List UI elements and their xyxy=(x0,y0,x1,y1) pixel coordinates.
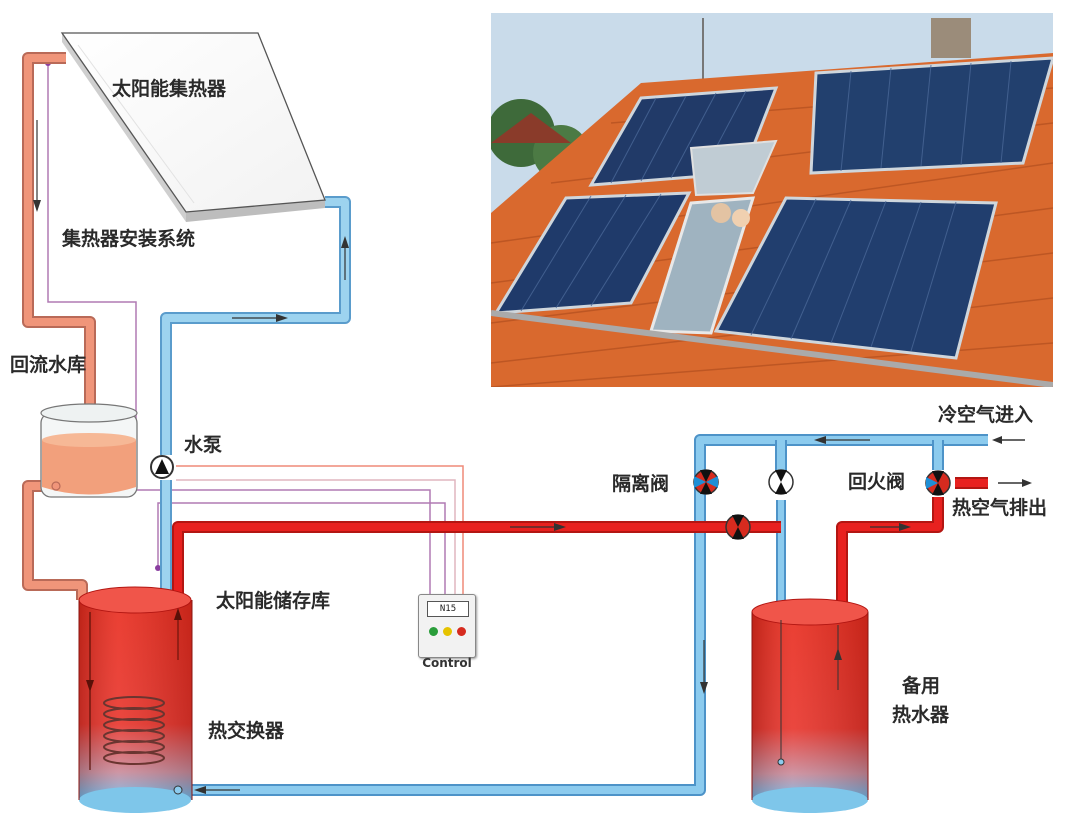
storage-label: 太阳能储存库 xyxy=(216,590,331,612)
controller-unit: N15 Control xyxy=(418,594,476,670)
pump-label: 水泵 xyxy=(184,434,223,456)
green-led-icon xyxy=(429,627,438,636)
backup-heater-tank xyxy=(751,598,869,813)
heat-exchanger-label: 热交换器 xyxy=(208,720,285,742)
isolation-valve-label: 隔离阀 xyxy=(612,473,670,495)
drainback-reservoir xyxy=(40,403,138,498)
controller-display: N15 xyxy=(427,601,469,617)
tank-sensor-point xyxy=(155,565,161,571)
red-led-icon xyxy=(457,627,466,636)
drainback-label: 回流水库 xyxy=(10,354,87,376)
photo-panel-bottom-left xyxy=(493,191,692,315)
collector-label: 太阳能集热器 xyxy=(112,78,227,100)
yellow-led-icon xyxy=(443,627,452,636)
backup-heater-label-line2: 热水器 xyxy=(892,704,950,726)
solar-storage-tank xyxy=(78,586,193,813)
power-wire xyxy=(176,465,464,598)
tank-sensor-wire xyxy=(157,502,446,598)
pump-control-wire xyxy=(176,479,456,598)
tempering-valve-icon xyxy=(925,470,951,496)
controller-label: Control xyxy=(422,656,472,670)
isolation-valve-icon xyxy=(693,469,719,495)
pump-icon xyxy=(150,455,174,479)
hot-outlet-label: 热空气排出 xyxy=(952,497,1048,519)
tempering-valve-label: 回火阀 xyxy=(848,471,906,493)
backup-heater-label-line1: 备用 xyxy=(902,675,941,697)
check-valve-icon xyxy=(725,514,751,540)
solar-collector xyxy=(60,32,326,222)
return-pipe xyxy=(22,52,96,600)
mixing-valve-icon xyxy=(768,469,794,495)
roof-solar-photo xyxy=(491,13,1053,387)
cold-inlet-label: 冷空气进入 xyxy=(938,404,1034,426)
collector-mount-label: 集热器安装系统 xyxy=(62,228,196,250)
collector-sensor-wire xyxy=(47,63,431,598)
control-wires xyxy=(45,60,464,598)
photo-panel-top-right xyxy=(809,56,1053,175)
heat-exchanger-coil xyxy=(103,696,165,765)
